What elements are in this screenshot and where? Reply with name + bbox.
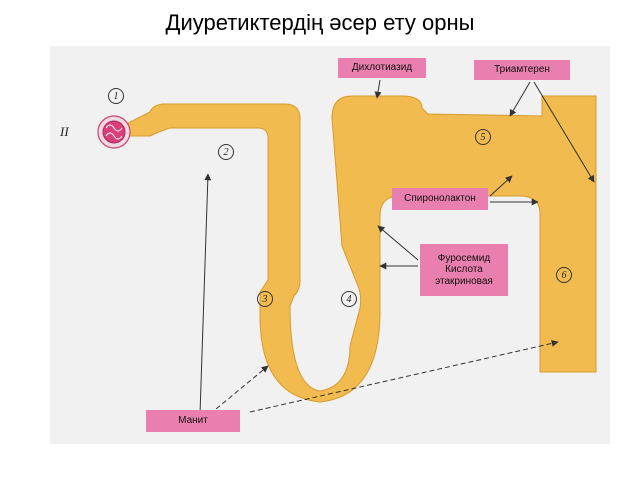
triamterene-arrow-left <box>509 81 531 117</box>
segment-2: 2 <box>218 144 234 160</box>
segment-5: 5 <box>475 129 491 145</box>
nephron-drawing <box>97 79 597 415</box>
segment-4: 4 <box>341 291 357 307</box>
spironolactone-arrow-up <box>489 175 513 197</box>
segment-1: 1 <box>108 88 124 104</box>
mannitol-arrow-collecting <box>249 339 559 413</box>
furosemide-line-1: Фуросемид <box>437 252 491 264</box>
label-dichlothiazide: Дихлотиазид <box>338 58 426 78</box>
dichlothiazide-arrow <box>374 79 382 99</box>
triamterene-arrow-right <box>533 81 595 183</box>
glomerulus-capillaries <box>105 124 123 140</box>
roman-label: II <box>60 124 69 139</box>
nephron-diagram: II 1 2 3 4 5 6 Дихлотиазид Триамтерен Сп… <box>50 46 610 444</box>
nephron-tubule <box>125 95 597 403</box>
glomerulus <box>102 120 126 144</box>
label-mannitol: Манит <box>146 410 240 432</box>
furosemide-line-2: Кислота <box>445 264 483 276</box>
segment-6: 6 <box>556 267 572 283</box>
label-triamterene: Триамтерен <box>474 60 570 80</box>
furosemide-arrow-upper <box>377 225 419 261</box>
segment-3: 3 <box>257 291 273 307</box>
label-furosemide: Фуросемид Кислота этакриновая <box>420 244 508 296</box>
label-spironolactone: Спиронолактон <box>392 188 488 210</box>
mannitol-arrow-loop <box>209 365 269 415</box>
mannitol-arrow-up <box>199 173 212 415</box>
slide-title: Диуретиктердің әсер ету орны <box>165 10 475 35</box>
furosemide-line-3: этакриновая <box>435 275 493 287</box>
